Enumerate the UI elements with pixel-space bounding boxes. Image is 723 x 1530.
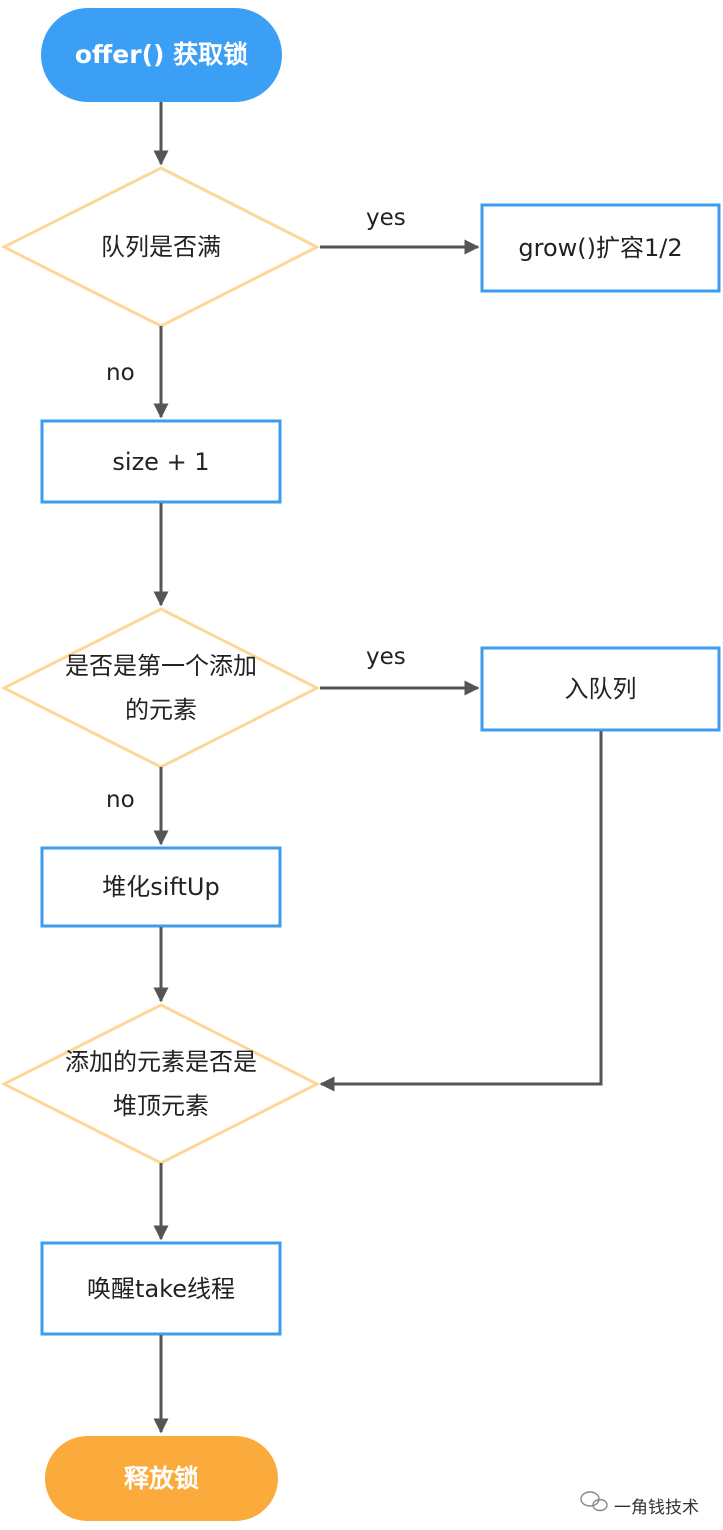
edge-label-yes-1: yes [366, 205, 406, 231]
wechat-icon [580, 1491, 608, 1512]
edge-label-no-2: no [106, 787, 135, 813]
end-node [45, 1436, 278, 1521]
start-node [41, 8, 282, 102]
wake-take-thread-box [40, 1241, 282, 1336]
grow-box [480, 203, 721, 293]
edge-label-yes-2: yes [366, 644, 406, 670]
is-top-label: 添加的元素是否是 堆顶元素 [30, 1038, 292, 1130]
is-top-label-line1: 添加的元素是否是 [65, 1048, 257, 1076]
size-increment-box [40, 419, 282, 504]
wake-label: 唤醒take线程 [87, 1274, 235, 1303]
queue-full-label: 队列是否满 [101, 233, 221, 261]
watermark: 一角钱技术 [614, 1493, 699, 1518]
enqueue-box [480, 646, 721, 732]
sift-up-label: 堆化siftUp [102, 873, 220, 901]
start-label: offer() 获取锁 [74, 40, 249, 69]
sift-up-box [40, 846, 282, 928]
size-increment-label: size + 1 [112, 447, 210, 476]
edge-label-no-1: no [106, 360, 135, 386]
is-top-label-line2: 堆顶元素 [113, 1092, 209, 1120]
is-first-label-line1: 是否是第一个添加 [65, 652, 257, 680]
is-first-label-line2: 的元素 [125, 696, 197, 724]
is-first-label: 是否是第一个添加 的元素 [30, 642, 292, 734]
grow-label: grow()扩容1/2 [518, 234, 683, 262]
end-label: 释放锁 [123, 1463, 199, 1493]
enqueue-label: 入队列 [564, 675, 637, 703]
arrow-enqueue-to-is-top [319, 731, 603, 1092]
watermark-text: 一角钱技术 [614, 1498, 699, 1518]
